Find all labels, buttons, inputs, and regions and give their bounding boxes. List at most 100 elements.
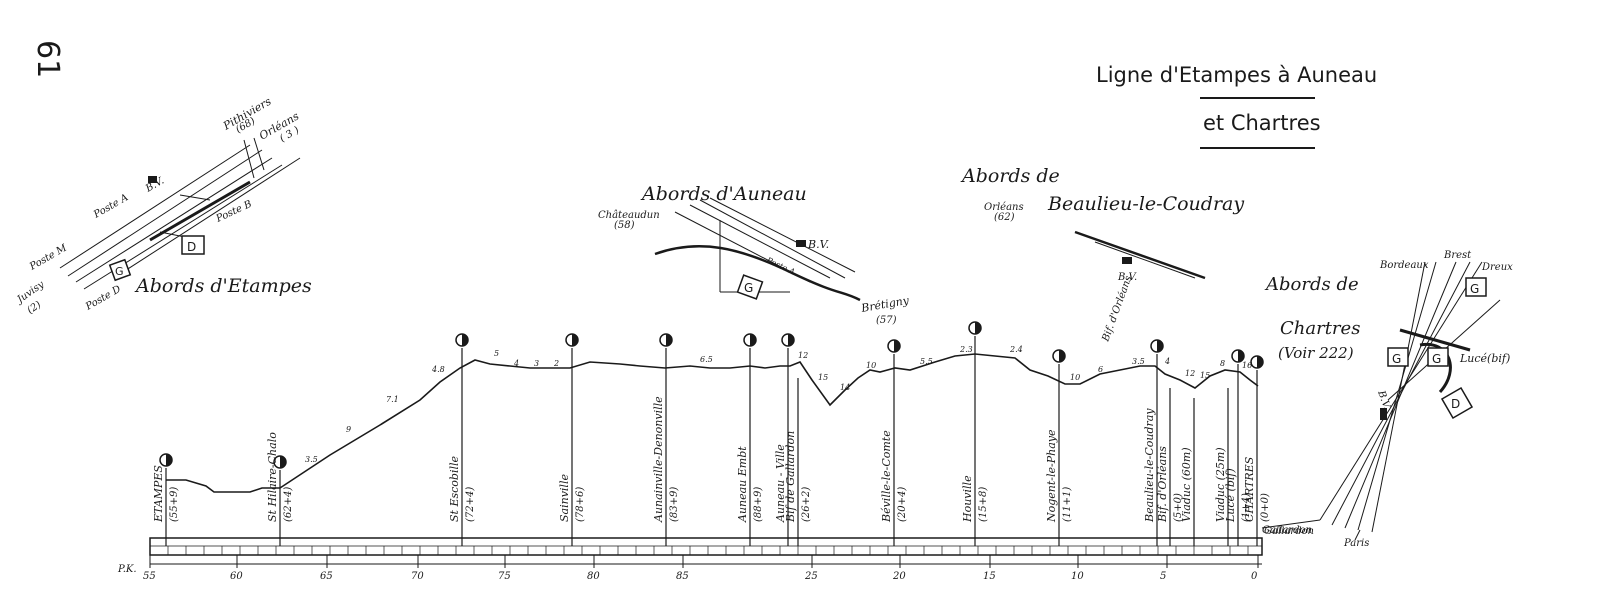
station-name: Lucé (bif) (1224, 468, 1237, 523)
gradient-label: 7.1 (386, 395, 399, 404)
gradient-label: 15 (818, 373, 828, 382)
inset-chartres-g-mid: G (1432, 352, 1441, 366)
station-km: (88+9) (753, 487, 764, 522)
station-km: (11+1) (1062, 487, 1073, 522)
gradient-label: 6.5 (700, 355, 713, 364)
gradient-label: 12 (798, 351, 808, 360)
station-name: St Escobille (448, 455, 461, 522)
inset-chartres-d: D (1451, 397, 1460, 411)
pk-tick-label: 5 (1160, 571, 1166, 582)
gradient-label: 4 (513, 359, 519, 368)
station-name: Sainville (558, 474, 571, 522)
station-name: Auneau - Ville (774, 444, 787, 523)
inset-beaulieu-title2: Beaulieu-le-Coudray (1047, 193, 1244, 215)
inset-etampes-poste-d: Poste D (83, 284, 123, 313)
station-name: Bif. d'Orléans (1156, 446, 1169, 523)
inset-chartres-luce: Lucé(bif) (1459, 352, 1510, 365)
pk-tick-label: 55 (143, 571, 156, 582)
inset-auneau-title: Abords d'Auneau (640, 183, 807, 205)
station-km: (5+0) (1173, 493, 1184, 522)
inset-etampes-poste-a: Poste A (91, 192, 130, 221)
inset-beaulieu-title1: Abords de (960, 165, 1060, 187)
inset-chartres-g-top: G (1470, 282, 1479, 296)
inset-auneau-chateaudun-km: (58) (614, 220, 635, 231)
gradient-label: 3.5 (1132, 357, 1145, 366)
inset-etampes-poste-m: Poste M (27, 242, 69, 273)
pk-tick-label: 75 (498, 571, 511, 582)
pk-tick-label: 10 (1071, 571, 1084, 582)
gradient-label: 2.3 (959, 345, 973, 354)
inset-auneau-bv: B.V. (807, 238, 829, 251)
pk-tick-label: 80 (587, 571, 600, 582)
gradient-label: 16 (1242, 361, 1252, 370)
inset-chartres-title2: Chartres (1280, 318, 1360, 339)
inset-auneau-g: G (744, 281, 753, 295)
pk-tick-label: 20 (892, 571, 906, 582)
inset-chartres: G G G D B.V. Bordeaux Brest Dreux Lucé(b… (1261, 250, 1513, 549)
inset-etampes-juvisy-km: (2) (25, 299, 43, 316)
station-km: (15+8) (978, 487, 989, 522)
station-name: Nogent-le-Phaye (1045, 429, 1058, 523)
main-title-line2: et Chartres (1203, 111, 1321, 135)
pk-tick-label: 60 (230, 571, 243, 582)
inset-chartres-title1: Abords de (1264, 274, 1359, 295)
gradient-label: 15 (1200, 371, 1210, 380)
station-name: Houville (961, 475, 974, 523)
gradient-label: 12 (1185, 369, 1195, 378)
inset-chartres-title3: (Voir 222) (1278, 344, 1354, 362)
station-km: (83+9) (669, 487, 680, 522)
inset-etampes-title: Abords d'Etampes (134, 275, 312, 297)
inset-etampes-g: G (115, 265, 124, 278)
pk-tick-label: 15 (983, 571, 996, 582)
pk-tick-label: 70 (411, 571, 424, 582)
inset-chartres-brest: Brest (1443, 250, 1472, 261)
gradient-label: 4.8 (431, 365, 445, 374)
gradient-label: 3.5 (305, 455, 318, 464)
inset-etampes: D G B.V. Pithiviers (68) Orléans ( 3 ) P… (14, 95, 312, 317)
gradient-label: 10 (866, 361, 876, 370)
inset-etampes-bv: B.V. (143, 175, 166, 195)
inset-chartres-dreux: Dreux (1481, 262, 1513, 273)
station-name: St Hilaire-Chalo (266, 432, 279, 522)
gradient-label: 8 (1220, 359, 1225, 368)
station-km: (20+4) (897, 487, 908, 522)
station-name: Bif de Gallardon (784, 431, 797, 523)
station-km: (26+2) (801, 487, 812, 522)
station-name: ETAMPES (152, 465, 165, 523)
gradient-label: 10 (1070, 373, 1080, 382)
gradient-label: 3 (534, 359, 539, 368)
inset-beaulieu-orleans-km: (62) (994, 212, 1015, 223)
station-name: CHARTRES (1243, 456, 1256, 522)
inset-chartres-g-left: G (1392, 352, 1401, 366)
station-name: Béville-le-Comte (880, 430, 893, 523)
gallardon-label: Gallardon (1262, 525, 1312, 536)
inset-chartres-bv: B.V. (1375, 388, 1392, 411)
gradient-label: 6 (1098, 365, 1103, 374)
gradient-label: 5 (494, 349, 499, 358)
gradient-label: 5.5 (920, 357, 933, 366)
station-name: Beaulieu-le-Coudray (1143, 408, 1156, 523)
station-name: Viaduc (25m) (1214, 447, 1227, 522)
inset-etampes-poste-b: Poste B (214, 199, 254, 225)
inset-chartres-gallardon: Gallardon (1264, 526, 1314, 537)
station-km: (0+0) (1260, 493, 1271, 522)
station-km: (1+4) (1241, 493, 1252, 522)
inset-beaulieu-bif: Bif. d'Orléans (1100, 274, 1134, 344)
gradient-label: 2 (553, 359, 559, 368)
station-km: (62+4) (283, 487, 294, 522)
station-name: Viaduc (60m) (1180, 447, 1193, 522)
inset-etampes-d: D (187, 240, 196, 254)
inset-beaulieu-bv: B.V. (1117, 272, 1138, 283)
inset-chartres-paris: Paris (1343, 538, 1369, 549)
gradient-label: 4 (1164, 357, 1170, 366)
station-name: Aunainville-Denonville (652, 396, 665, 523)
pk-tick-label: 0 (1251, 571, 1258, 582)
inset-auneau-bretigny-km: (57) (876, 315, 897, 326)
page-number: 61 (30, 40, 65, 78)
gradient-label: 2.4 (1009, 345, 1023, 354)
pk-tick-label: 85 (676, 571, 689, 582)
profile-line (166, 353, 1259, 493)
pk-tick-label: 25 (804, 571, 818, 582)
